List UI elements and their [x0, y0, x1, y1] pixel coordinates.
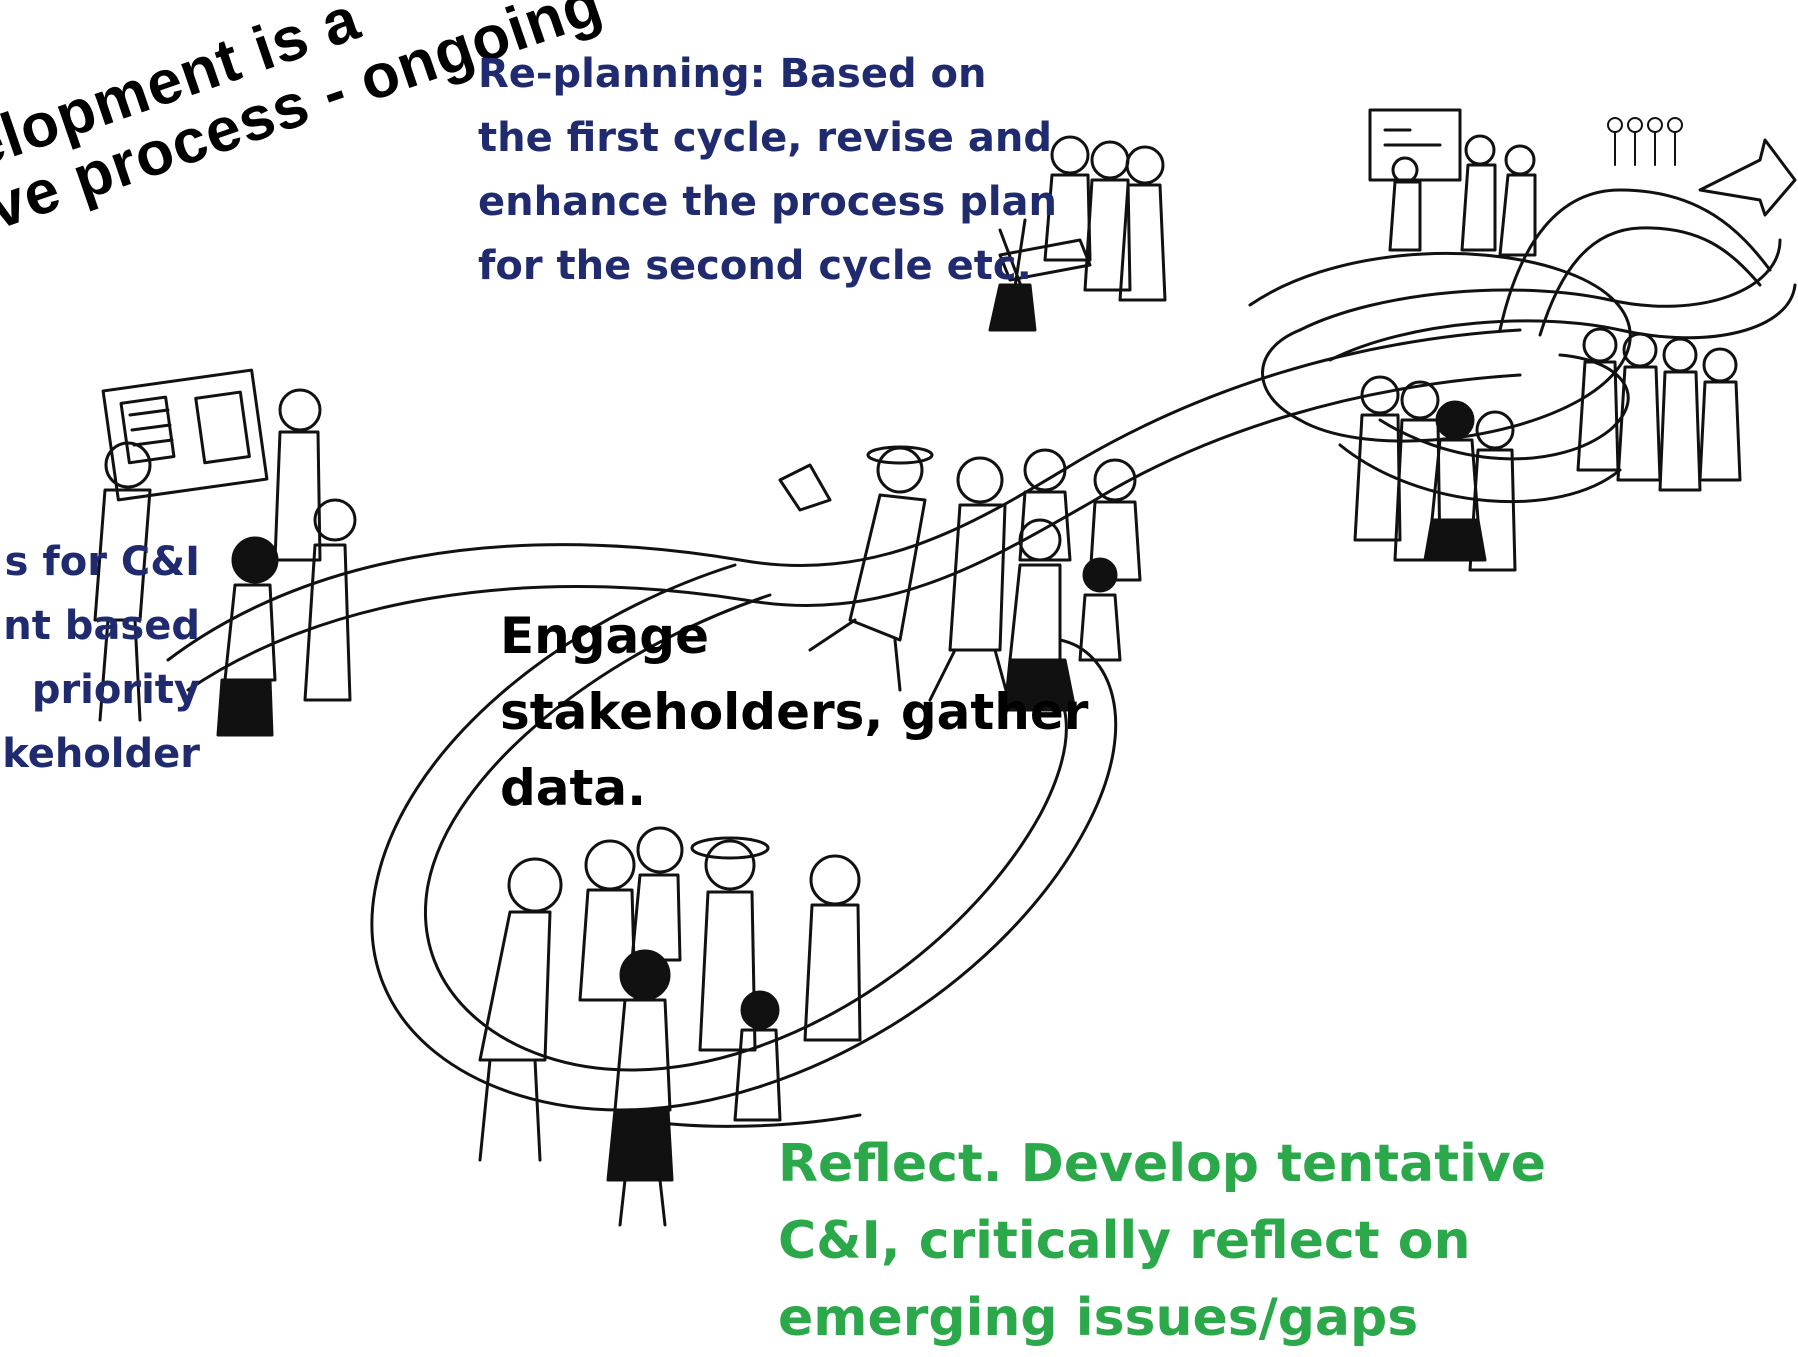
replanning-line-1: Re-planning: Based on: [478, 51, 987, 97]
engage-line-3: data.: [500, 759, 647, 817]
spiral-ribbon: [166, 138, 1797, 1128]
walking-people-group: [778, 445, 1142, 712]
left-partial-line-4: keholder: [2, 731, 200, 777]
replanning-line-4: for the second cycle etc.: [478, 243, 1032, 289]
engage-line-2: stakeholders, gather: [500, 683, 1089, 741]
reflect-people-group: [478, 826, 862, 1227]
left-partial-line-3: priority: [31, 667, 200, 713]
left-partial-line-1: s for C&I: [4, 539, 200, 585]
curved-arrow-icon: [1698, 138, 1797, 217]
left-partial-line-2: nt based: [3, 603, 200, 649]
reflect-line-1: Reflect. Develop tentative: [778, 1134, 1547, 1194]
replanning-line-3: enhance the process plan: [478, 179, 1058, 225]
replanning-label: Re-planning: Based on the first cycle, r…: [478, 42, 1057, 298]
reflect-line-2: C&I, critically reflect on: [778, 1211, 1471, 1271]
board-presenter-group: [93, 368, 357, 737]
reflect-line-3: emerging issues/gaps: [778, 1288, 1419, 1348]
engage-label: Engage stakeholders, gather data.: [500, 598, 1088, 826]
left-partial-label: s for C&I nt based priority keholder: [2, 530, 200, 786]
reflect-label: Reflect. Develop tentative C&I, critical…: [778, 1126, 1546, 1357]
replanning-people-group: [988, 135, 1167, 332]
replanning-line-2: the first cycle, revise and: [478, 115, 1052, 161]
engage-line-1: Engage: [500, 607, 709, 665]
right-people-group: [1353, 327, 1742, 572]
board-group-top-right: [1368, 108, 1683, 257]
small-people-group: [1607, 117, 1683, 166]
